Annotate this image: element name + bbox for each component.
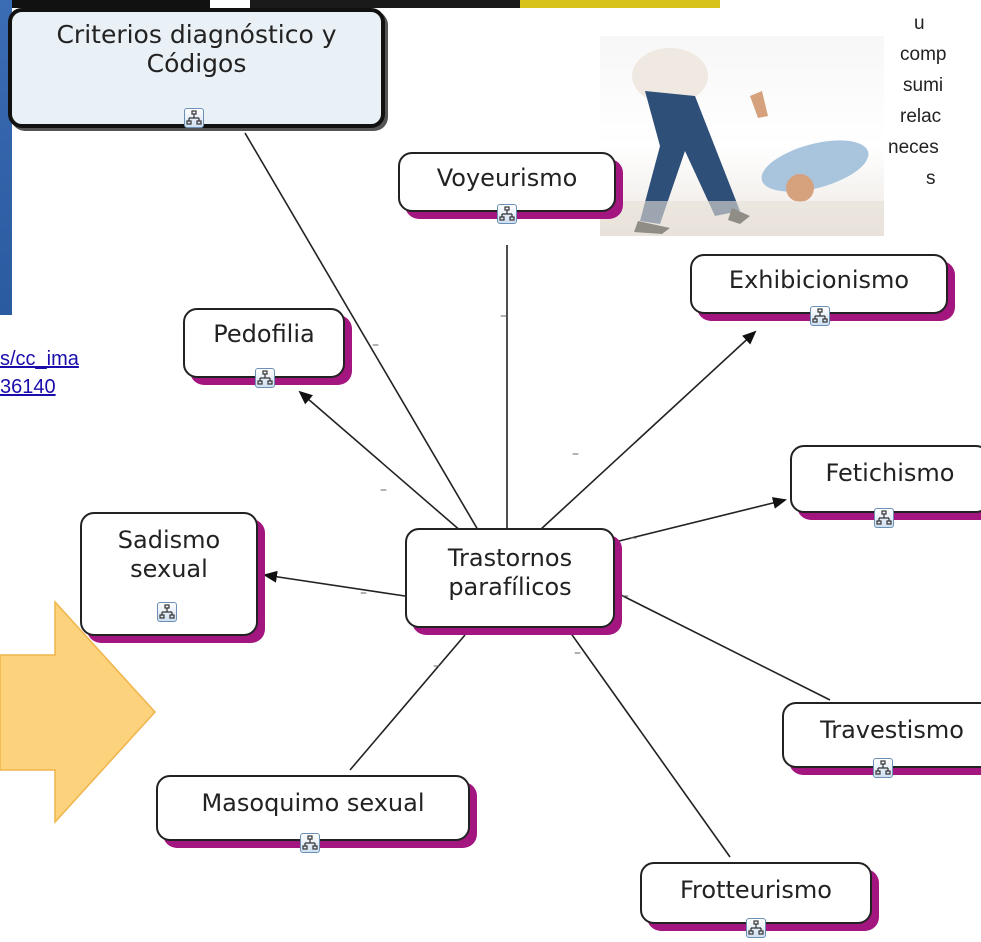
node-masoquismo[interactable]: Masoquimo sexual [156, 775, 470, 841]
top-image-fragment-3 [520, 0, 720, 8]
link-center-frotteurismo [569, 631, 731, 858]
center-node[interactable]: Trastornos parafílicos [405, 528, 615, 628]
concept-map-icon[interactable] [873, 758, 893, 778]
link-marker: – [380, 482, 387, 498]
photo-illustration [600, 48, 884, 236]
node-voyeurismo[interactable]: Voyeurismo [398, 152, 616, 212]
node-pedofilia-label: Pedofilia [213, 320, 315, 348]
concept-map-icon[interactable] [874, 508, 894, 528]
link-center-masoquismo [349, 634, 466, 771]
right-arrow-shape [0, 600, 157, 824]
node-pedofilia[interactable]: Pedofilia [183, 308, 345, 378]
node-frotteurismo[interactable]: Frotteurismo [640, 862, 872, 924]
link-marker: – [630, 530, 637, 546]
node-sadismo-label-1: Sadismo [117, 526, 221, 554]
node-frotteurismo-label: Frotteurismo [680, 876, 832, 904]
node-fetichismo-label: Fetichismo [825, 459, 955, 487]
side-text-line: neces [888, 137, 939, 158]
link-center-fetichismo [614, 497, 787, 543]
root-node-label-2: Códigos [146, 49, 247, 78]
side-text-line: comp [900, 44, 947, 65]
link-marker: – [572, 446, 579, 462]
link-marker: – [372, 337, 379, 353]
concept-map-icon[interactable] [300, 833, 320, 853]
node-masoquismo-label: Masoquimo sexual [201, 789, 425, 817]
source-link-line-1[interactable]: s/cc_ima [0, 348, 79, 370]
side-text: u comp sumi relac neces s [888, 8, 981, 194]
source-link[interactable]: s/cc_ima 36140 [0, 345, 120, 401]
side-text-line: relac [900, 106, 942, 127]
top-image-fragment [0, 0, 210, 8]
node-voyeurismo-label: Voyeurismo [436, 164, 578, 192]
link-marker: – [360, 585, 367, 601]
link-marker: – [622, 588, 629, 604]
photo-image [600, 36, 884, 236]
link-center-travestismo [614, 591, 831, 701]
source-link-line-2[interactable]: 36140 [0, 376, 56, 398]
node-travestismo-label: Travestismo [820, 716, 964, 744]
link-marker: – [500, 308, 507, 324]
node-exhibicionismo[interactable]: Exhibicionismo [690, 254, 948, 314]
side-text-line: sumi [903, 75, 944, 96]
link-center-exhibicionismo [539, 330, 757, 531]
concept-map-icon[interactable] [746, 918, 766, 938]
top-image-fragment-2 [250, 0, 720, 8]
concept-map-icon[interactable] [184, 108, 204, 128]
concept-map-icon[interactable] [810, 306, 830, 326]
link-marker: – [433, 658, 440, 674]
link-center-sadismo [263, 570, 406, 597]
link-center-pedofilia [298, 390, 463, 533]
node-fetichismo[interactable]: Fetichismo [790, 445, 981, 513]
center-node-label-1: Trastornos [447, 544, 573, 572]
node-exhibicionismo-label: Exhibicionismo [728, 266, 910, 294]
root-node-label-1: Criterios diagnóstico y [56, 20, 337, 49]
side-text-line: u [914, 13, 925, 34]
link-marker: – [574, 645, 581, 661]
side-text-line: s [926, 168, 936, 189]
link-root-center [244, 132, 479, 531]
concept-map-icon[interactable] [157, 602, 177, 622]
center-node-label-2: parafílicos [448, 573, 572, 601]
concept-map-icon[interactable] [497, 204, 517, 224]
concept-map-icon[interactable] [255, 368, 275, 388]
node-sadismo-label-2: sexual [130, 555, 208, 583]
